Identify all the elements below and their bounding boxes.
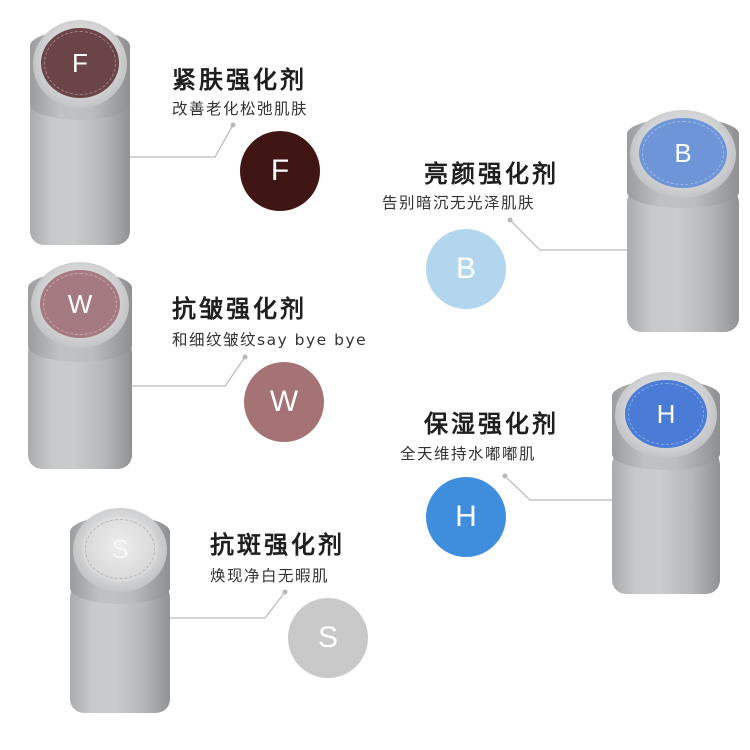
connector-dot-w [242, 354, 248, 360]
connector-line-h [504, 475, 630, 501]
product-subtitle-h: 全天维持水嘟嘟肌 [400, 445, 537, 463]
product-badge-s: S [288, 598, 368, 678]
connector-line-f [120, 124, 234, 158]
product-title-f: 紧肤强化剂 [172, 66, 307, 94]
product-badge-b: B [426, 229, 506, 309]
product-subtitle-b: 告别暗沉无光泽肌肤 [382, 194, 536, 212]
connector-dot-h [502, 473, 508, 479]
cap-label-s: S [82, 516, 158, 582]
product-badge-w: W [244, 362, 324, 442]
connector-dot-f [230, 122, 236, 128]
product-title-w: 抗皱强化剂 [172, 295, 307, 323]
bottle-s: S [70, 508, 170, 713]
product-badge-f: F [240, 131, 320, 211]
product-badge-letter-s: S [317, 621, 338, 654]
cap-label-w: W [40, 270, 120, 338]
cap-label-h: H [625, 380, 707, 448]
connector-line-b [509, 219, 645, 251]
cap-label-b: B [639, 118, 727, 188]
product-title-h: 保湿强化剂 [424, 410, 559, 438]
product-title-b: 亮颜强化剂 [424, 160, 559, 188]
product-badge-letter-h: H [455, 500, 477, 533]
product-title-s: 抗斑强化剂 [210, 531, 345, 559]
connector-dot-s [282, 589, 288, 595]
product-subtitle-w: 和细纹皱纹say bye bye [172, 331, 368, 349]
connector-line-w [120, 356, 246, 387]
bottle-h: H [612, 372, 720, 594]
product-subtitle-f: 改善老化松弛肌肤 [172, 100, 309, 118]
product-badge-letter-w: W [269, 385, 299, 418]
product-badge-h: H [426, 477, 506, 557]
cap-label-f: F [41, 28, 119, 98]
bottle-b: B [627, 110, 739, 332]
product-subtitle-s: 焕现净白无暇肌 [210, 567, 330, 585]
connector-dot-b [507, 217, 513, 223]
connector-line-s [160, 591, 286, 619]
product-badge-letter-f: F [270, 154, 290, 187]
bottle-w: W [28, 262, 132, 469]
product-badge-letter-b: B [455, 252, 476, 285]
bottle-f: F [30, 20, 130, 245]
